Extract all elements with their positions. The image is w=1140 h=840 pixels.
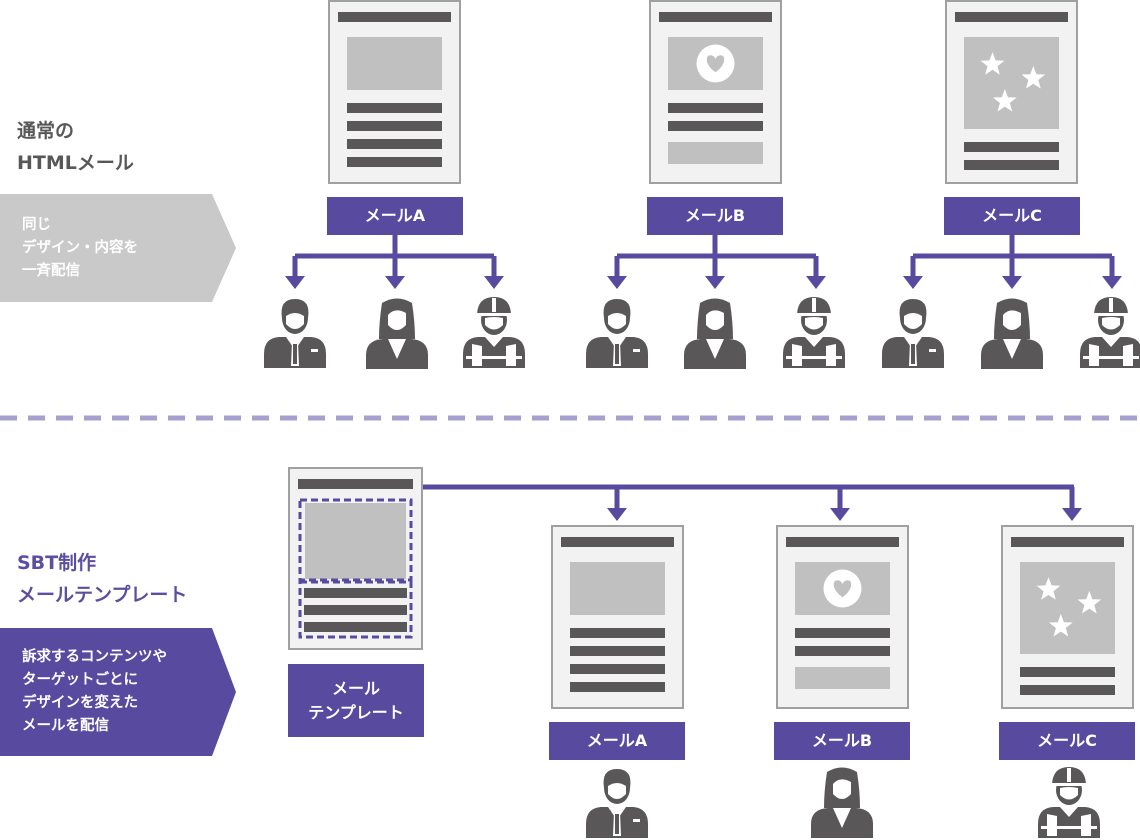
worker-helmet-icon xyxy=(1038,767,1100,838)
doc-image-block xyxy=(570,562,665,615)
doc-header-bar xyxy=(561,537,674,547)
top-mail-c-label: メールC xyxy=(944,197,1080,235)
doc-header-bar xyxy=(955,12,1068,22)
doc-text-bar xyxy=(795,628,890,638)
businesswoman-icon xyxy=(684,298,746,369)
star-icon xyxy=(1077,590,1102,614)
worker-helmet-icon xyxy=(783,297,845,368)
worker-helmet-icon xyxy=(1080,297,1140,368)
doc-image-block xyxy=(964,37,1059,129)
recipients-layer xyxy=(264,297,1140,838)
doc-text-bar xyxy=(570,682,665,692)
star-icon xyxy=(993,88,1017,112)
doc-header-bar xyxy=(659,12,772,22)
top-section-title: 通常の HTMLメール xyxy=(17,120,134,174)
arrow-down-icon xyxy=(285,276,305,289)
arrow-down-icon xyxy=(1002,276,1022,289)
editable-area-outline xyxy=(298,580,413,639)
bottom-mail-a-label: メールA xyxy=(549,722,685,760)
businesswoman-icon xyxy=(366,298,428,369)
connector-lines xyxy=(285,235,1122,521)
doc-image-block xyxy=(1020,562,1115,654)
arrow-down-icon xyxy=(806,276,826,289)
businessman-icon xyxy=(882,299,944,368)
bottom-mail-c-document xyxy=(1001,525,1134,709)
banner-arrow-shape xyxy=(0,628,236,756)
bottom-mail-b-label: メールB xyxy=(774,722,910,760)
top-mail-b-label: メールB xyxy=(647,197,783,235)
top-mail-c-document xyxy=(945,0,1078,184)
arrow-down-icon xyxy=(385,276,405,289)
editable-area-outline xyxy=(298,498,413,582)
doc-header-bar xyxy=(338,12,451,22)
worker-helmet-icon xyxy=(463,297,525,368)
doc-text-bar xyxy=(964,160,1059,170)
arrow-down-icon xyxy=(484,276,504,289)
banner-arrow-shape xyxy=(0,194,236,302)
bottom-mail-c-label: メールC xyxy=(999,722,1135,760)
top-banner: 同じ デザイン・内容を 一斉配信 xyxy=(0,194,236,302)
top-mail-a-document xyxy=(328,0,461,184)
doc-text-bar xyxy=(1020,667,1115,677)
documents-layer xyxy=(288,0,1134,709)
doc-text-bar xyxy=(964,142,1059,152)
arrow-down-icon xyxy=(830,508,850,521)
doc-text-bar xyxy=(1020,685,1115,695)
businessman-icon xyxy=(586,769,648,838)
arrow-down-icon xyxy=(1062,508,1082,521)
doc-header-bar xyxy=(298,479,413,489)
arrow-down-icon xyxy=(607,508,627,521)
arrow-down-icon xyxy=(607,276,627,289)
doc-button-block xyxy=(795,667,890,689)
doc-text-bar xyxy=(347,139,442,149)
star-icon xyxy=(1049,613,1073,637)
template-label: メール テンプレート xyxy=(288,664,424,737)
businessman-icon xyxy=(586,299,648,368)
businesswoman-icon xyxy=(811,767,873,838)
doc-header-bar xyxy=(1011,537,1124,547)
arrow-down-icon xyxy=(903,276,923,289)
top-mail-b-document xyxy=(649,0,782,184)
doc-button-block xyxy=(668,142,763,164)
doc-text-bar xyxy=(347,157,442,167)
doc-text-bar xyxy=(668,121,763,131)
star-icon xyxy=(1036,577,1061,600)
bottom-mail-b-document xyxy=(776,525,909,709)
arrow-down-icon xyxy=(1102,276,1122,289)
bottom-mail-a-document xyxy=(551,525,684,709)
star-icon xyxy=(1021,65,1046,89)
top-mail-a-label: メールA xyxy=(327,197,463,235)
doc-header-bar xyxy=(786,537,899,547)
template-document xyxy=(288,467,423,650)
arrow-down-icon xyxy=(705,276,725,289)
doc-text-bar xyxy=(570,646,665,656)
bottom-section-title: SBT制作 メールテンプレート xyxy=(17,552,188,606)
doc-text-bar xyxy=(347,121,442,131)
star-icon xyxy=(980,52,1005,75)
doc-text-bar xyxy=(668,103,763,113)
doc-text-bar xyxy=(570,664,665,674)
doc-text-bar xyxy=(570,628,665,638)
doc-text-bar xyxy=(795,646,890,656)
bottom-banner: 訴求するコンテンツや ターゲットごとに デザインを変えた メールを配信 xyxy=(0,628,236,756)
businesswoman-icon xyxy=(981,298,1043,369)
doc-image-block xyxy=(347,37,442,90)
doc-text-bar xyxy=(347,103,442,113)
businessman-icon xyxy=(264,299,326,368)
